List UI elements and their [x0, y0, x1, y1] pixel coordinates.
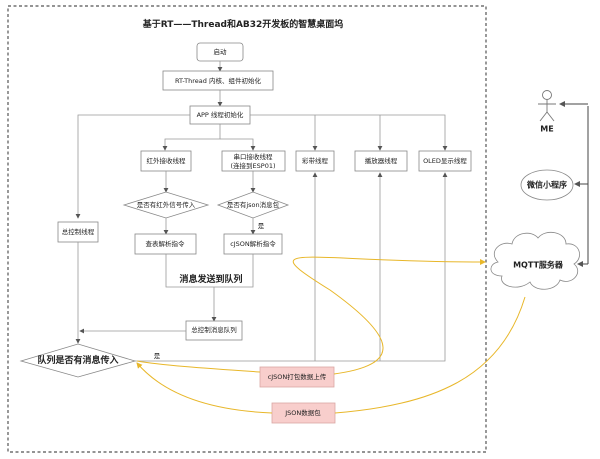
- ir-thread-label: 红外接收线程: [147, 156, 187, 165]
- diagram-title: 基于RT——Thread和AB32开发板的智慧桌面坞: [142, 18, 344, 30]
- upload-curve: [292, 256, 486, 375]
- main-ctrl-thread-label: 总控制线程: [62, 227, 95, 236]
- main-ctrl-queue-node: [185, 320, 243, 341]
- actor-label: ME: [540, 125, 553, 134]
- rt-init-node: [162, 70, 274, 91]
- table-parse-label: 查表解析指令: [146, 239, 186, 248]
- packet-from-mqtt-curve: [334, 296, 526, 414]
- ir-decision-label: 是否有红外信号传入: [137, 200, 196, 209]
- uart-thread-label-1: 串口接收线程: [234, 152, 274, 161]
- mqtt-cloud-node: [490, 231, 580, 290]
- wechat-label: 微信小程序: [526, 180, 567, 190]
- player-thread-label: 播放器线程: [365, 156, 398, 165]
- oled-thread-label: OLED显示线程: [423, 156, 467, 165]
- json-packet-label: JSON数据包: [284, 408, 321, 417]
- packet-to-queue-curve: [136, 362, 273, 414]
- led-thread-node: [295, 150, 335, 172]
- wechat-node: [520, 169, 574, 201]
- oled-thread-node: [418, 150, 472, 172]
- queue-decision-label: 队列是否有消息传入: [37, 354, 118, 366]
- yes-label-queue: 是: [154, 352, 161, 360]
- player-thread-node: [354, 150, 408, 172]
- uart-thread-label-2: (连接到ESP01): [231, 161, 276, 170]
- actor-me-icon: [538, 90, 556, 122]
- mqtt-label: MQTT服务器: [513, 260, 564, 270]
- table-parse-node: [134, 233, 197, 255]
- dashed-boundary: [7, 5, 487, 453]
- uart-thread-node: [221, 150, 286, 172]
- main-ctrl-queue-label: 总控制消息队列: [191, 325, 237, 334]
- cjson-upload-label: cJSON打包数据上传: [268, 372, 327, 381]
- app-init-label: APP 线程初始化: [197, 110, 244, 119]
- cjson-parse-label: cJSON解析指令: [230, 239, 276, 248]
- cjson-upload-node: [259, 366, 335, 388]
- rt-init-label: RT-Thread 内核、组件初始化: [175, 76, 261, 85]
- ir-decision: [122, 191, 210, 219]
- yes-label-json: 是: [258, 222, 265, 230]
- json-decision: [216, 191, 290, 219]
- led-thread-label: 彩带线程: [302, 156, 329, 165]
- send-to-queue-label: 消息发送到队列: [179, 273, 242, 285]
- start-label: 启动: [214, 47, 228, 56]
- upload-to-queue-curve: [136, 360, 261, 373]
- json-decision-label: 是否有json消息包: [227, 200, 280, 209]
